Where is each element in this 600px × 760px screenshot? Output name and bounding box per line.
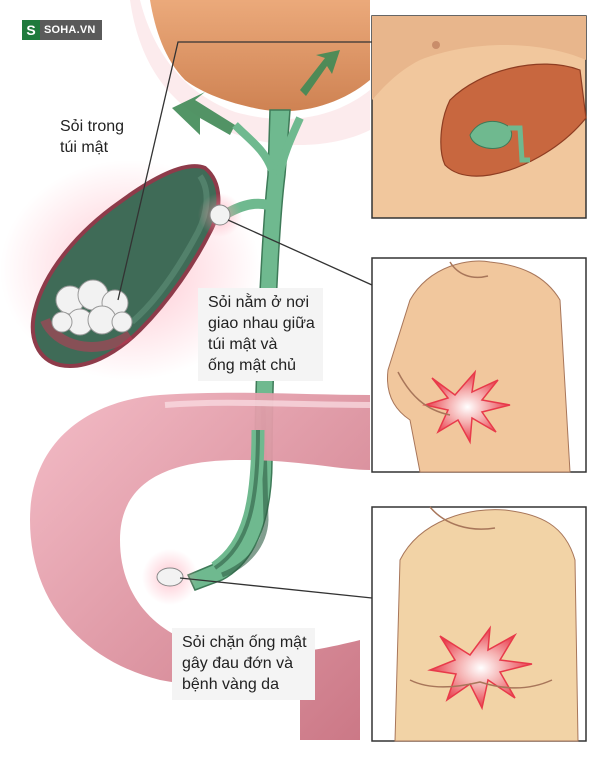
blocking-stone (156, 567, 184, 587)
leader-lines (117, 41, 373, 599)
gallbladder-wall (40, 317, 133, 352)
junction-stone (209, 204, 231, 226)
soha-logo: S SOHA.VN (22, 20, 102, 40)
liver (150, 0, 370, 112)
label-duct-block: Sỏi chặn ống mật gây đau đớn và bệnh vàn… (172, 628, 315, 700)
inset-pain-panel (371, 257, 587, 473)
logo-text: SOHA.VN (44, 24, 96, 36)
logo-mark: S (22, 20, 40, 40)
duct-inner (221, 399, 269, 578)
label-gallbladder-stones: Sỏi trong túi mật (60, 118, 125, 156)
gallstones-cluster (51, 279, 133, 336)
inset-liver (440, 63, 587, 177)
inset-jaundice-panel (371, 506, 587, 742)
flow-arrows (172, 50, 340, 135)
hepatic-ducts (232, 116, 304, 176)
pain-burst-1 (422, 369, 511, 445)
label-junction-stone: Sỏi nằm ở nơi giao nhau giữa túi mật và … (198, 288, 323, 381)
duodenum (30, 392, 370, 740)
inset-liver-panel (371, 15, 587, 219)
